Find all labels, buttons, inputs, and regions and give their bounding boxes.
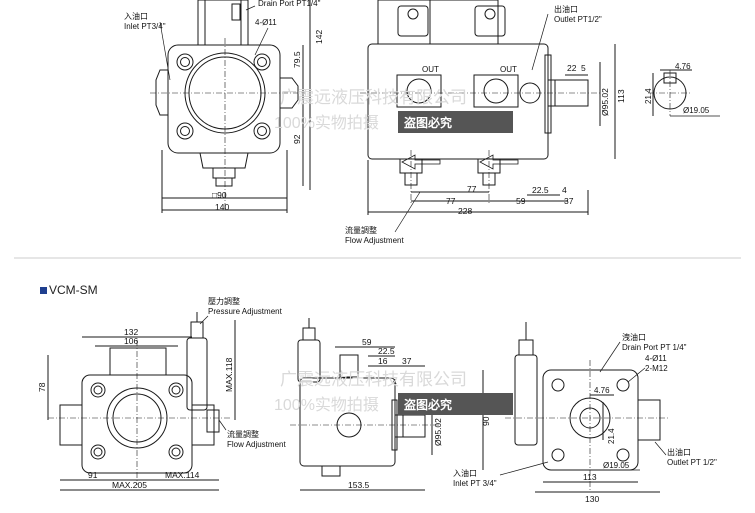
- bottom-dim-91: 91: [88, 470, 98, 480]
- top-dim-22-5: 22.5: [532, 185, 549, 195]
- watermark-top: 广震远液压科技有限公司 100%实物拍摄 盗图必究: [274, 88, 513, 133]
- bottom-key-214: 21.4: [607, 428, 616, 444]
- top-port-out-1: OUT: [422, 65, 439, 74]
- watermark-badge: 盗图必究: [404, 115, 452, 130]
- top-dim-228: 228: [458, 206, 472, 216]
- bottom-holes-1: 4-Ø11: [645, 354, 667, 363]
- top-flow-cn: 流量調整: [345, 225, 377, 235]
- bottom-pressure-en: Pressure Adjustment: [208, 307, 283, 316]
- bottom-flow-en: Flow Adjustment: [227, 440, 286, 449]
- section-bullet-icon: [40, 287, 47, 294]
- bottom-dim-37: 37: [402, 356, 412, 366]
- top-outlet-cn: 出油口: [554, 4, 578, 14]
- bottom-key-1905: Ø19.05: [603, 461, 630, 470]
- watermark-badge-box: [398, 111, 513, 133]
- top-key-1905: Ø19.05: [683, 106, 710, 115]
- top-dim-140: 140: [215, 202, 229, 212]
- top-inlet-cn: 入油口: [124, 11, 148, 21]
- bottom-drain-en: Drain Port PT 1/4": [622, 343, 687, 352]
- bottom-side-view: [290, 318, 440, 491]
- watermark-badge-box: [398, 393, 513, 415]
- bottom-flow-cn: 流量調整: [227, 429, 259, 439]
- bottom-dim-78: 78: [37, 382, 47, 392]
- top-dim-90: □90: [212, 190, 227, 200]
- bottom-dim-16: 16: [378, 356, 388, 366]
- top-dim-37: 37: [564, 196, 574, 206]
- top-dim-59: 59: [516, 196, 526, 206]
- bottom-dim-90: 90: [481, 416, 491, 426]
- bottom-dim-59: 59: [362, 337, 372, 347]
- top-dim-113: 113: [616, 89, 626, 103]
- bottom-outlet-en: Outlet PT 1/2": [667, 458, 717, 467]
- bottom-holes-2: 2-M12: [645, 364, 668, 373]
- section-title: VCM-SM: [49, 283, 98, 297]
- bottom-outlet-cn: 出油口: [667, 447, 691, 457]
- top-dim-5: 5: [581, 63, 586, 73]
- bottom-inlet-cn: 入油口: [453, 468, 477, 478]
- top-dim-77a: 77: [467, 184, 477, 194]
- watermark-tagline: 100%实物拍摄: [274, 114, 379, 132]
- watermark-tagline: 100%实物拍摄: [274, 396, 379, 414]
- top-drain-en: Drain Port PT1/4": [258, 0, 321, 8]
- bottom-dim-153-5: 153.5: [348, 480, 370, 490]
- bottom-drain-cn: 洩油口: [622, 332, 646, 342]
- top-key-476: 4.76: [675, 62, 691, 71]
- bottom-dim-max114: MAX.114: [165, 470, 200, 480]
- top-front-view: [150, 0, 311, 213]
- watermark-company: 广震远液压科技有限公司: [280, 370, 467, 389]
- top-inlet-en: Inlet PT3/4": [124, 22, 166, 31]
- top-key-214: 21.4: [644, 88, 653, 104]
- bottom-rear-view: [482, 322, 670, 493]
- bottom-dim-132: 132: [124, 327, 138, 337]
- bottom-dim-113: 113: [583, 472, 597, 482]
- bottom-dim-4: 4: [392, 377, 397, 387]
- bottom-dim-22-5: 22.5: [378, 346, 395, 356]
- top-dim-95: Ø95.02: [600, 88, 610, 116]
- top-port-out-2: OUT: [500, 65, 517, 74]
- bottom-dim-130: 130: [585, 494, 599, 504]
- top-dim-142: 142: [314, 30, 324, 44]
- watermark-company: 广震远液压科技有限公司: [280, 88, 467, 107]
- bottom-dim-106: 106: [124, 336, 138, 346]
- bottom-inlet-en: Inlet PT 3/4": [453, 479, 497, 488]
- watermark-bottom: 广震远液压科技有限公司 100%实物拍摄 盗图必究: [274, 370, 513, 415]
- bottom-dim-max118: MAX.118: [224, 357, 234, 392]
- top-dim-92: 92: [292, 134, 302, 144]
- top-dim-22: 22: [567, 63, 577, 73]
- top-dim-79-5: 79.5: [292, 51, 302, 68]
- bottom-dim-95: Ø95.02: [433, 418, 443, 446]
- top-dim-77b: 77: [446, 196, 456, 206]
- bottom-key-476: 4.76: [594, 386, 610, 395]
- top-flow-en: Flow Adjustment: [345, 236, 404, 245]
- top-key-detail: [648, 69, 720, 117]
- bottom-pressure-cn: 壓力調整: [208, 296, 240, 306]
- bottom-dim-max205: MAX.205: [112, 480, 147, 490]
- bottom-front-view: [47, 312, 236, 491]
- top-side-view: [360, 0, 616, 233]
- top-dim-4: 4: [562, 185, 567, 195]
- top-outlet-en: Outlet PT1/2": [554, 15, 602, 24]
- watermark-badge: 盗图必究: [404, 397, 452, 412]
- top-drain-holes: 4-Ø11: [255, 18, 277, 27]
